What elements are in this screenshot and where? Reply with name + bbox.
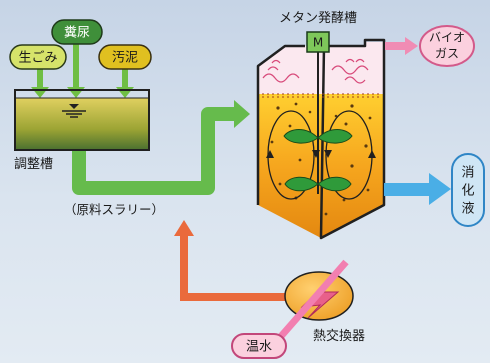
mixing-tank-label: 調整槽 — [14, 157, 53, 172]
biogas-line-2: ガス — [435, 47, 459, 61]
namagomi-label: 生ごみ — [18, 50, 57, 66]
motor-label: M — [313, 36, 323, 50]
biogas-arrow-shaft — [385, 42, 407, 50]
digestate-char-1: 消 — [461, 166, 474, 181]
motor: M — [306, 31, 330, 53]
digestate-arrow-shaft — [384, 183, 432, 196]
biogas-line-1: バイオ — [429, 31, 465, 45]
funnyo-pill — [51, 19, 103, 45]
odei-pill — [98, 44, 152, 70]
digestate-output: 消 化 液 — [451, 153, 485, 227]
slurry-arrowhead — [234, 100, 250, 128]
hot-water-input: 温水 — [231, 333, 287, 359]
digestate-arrowhead — [429, 173, 451, 205]
odei-label: 汚泥 — [112, 51, 138, 66]
heat-exchanger-label: 熱交換器 — [313, 328, 365, 344]
slurry-label: （原料スラリー） — [64, 202, 164, 217]
digester — [256, 38, 386, 240]
digestate-char-2: 化 — [461, 184, 474, 199]
digester-label: メタン発酵槽 — [279, 11, 357, 26]
namagomi-pill — [9, 44, 67, 70]
biogas-output: バイオ ガス — [419, 25, 475, 67]
input-namagomi: 生ごみ — [9, 44, 67, 70]
funnyo-label: 糞尿 — [64, 26, 90, 41]
hot-water-pipe — [180, 234, 286, 301]
input-funnyo: 糞尿 — [51, 19, 103, 45]
digestate-char-3: 液 — [461, 202, 474, 217]
hot-water-label: 温水 — [246, 340, 272, 355]
input-odei: 汚泥 — [98, 44, 152, 70]
biogas-arrowhead — [405, 37, 418, 55]
hot-water-arrowhead — [174, 220, 194, 236]
slurry-pipe — [72, 107, 236, 195]
mixing-tank — [14, 89, 150, 151]
hot-water-feed-pipe — [273, 259, 349, 345]
